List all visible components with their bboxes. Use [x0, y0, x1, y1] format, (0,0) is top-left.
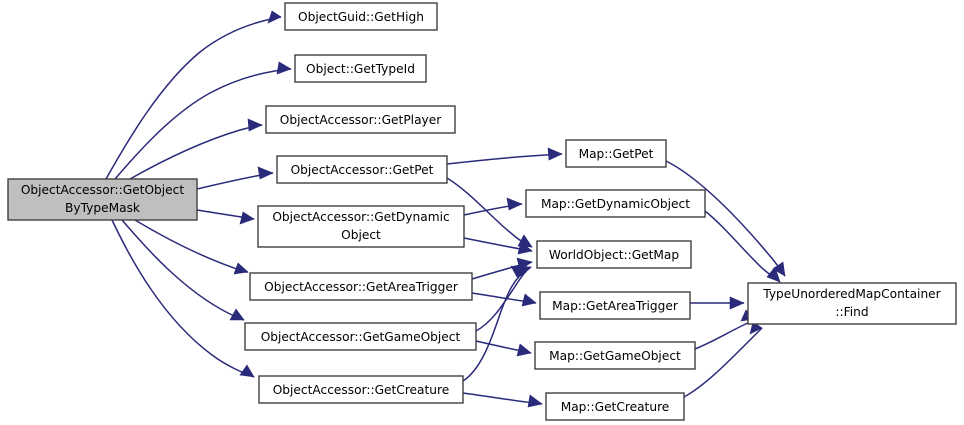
node-label-oa_getdynamicobject-line2: Object: [341, 228, 381, 242]
node-box-map_getdynamicobject[interactable]: [525, 189, 706, 218]
node-box-oa_getplayer[interactable]: [265, 105, 456, 134]
node-box-oa_getdynamicobject[interactable]: [257, 205, 465, 248]
node-label-map_getgameobject: Map::GetGameObject: [549, 349, 681, 363]
node-box-root[interactable]: [7, 178, 198, 221]
node-label-object_gettypeid: Object::GetTypeId: [306, 62, 415, 76]
arrowhead-oa_getcreature-worldobject_getmap: [510, 265, 529, 278]
edge-oa_getpet-map_getpet: [446, 153, 563, 165]
node-label-typeunorderedmapcontainer_find-line1: TypeUnorderedMapContainer: [762, 287, 941, 301]
node-map_getcreature[interactable]: Map::GetCreature: [545, 392, 685, 421]
node-label-root-line1: ObjectAccessor::GetObject: [21, 183, 185, 197]
arrowhead-oa_getareatrigger-map_getareatrigger: [521, 293, 537, 307]
arrowhead-oa_getpet-map_getpet: [547, 147, 563, 161]
node-label-oa_getplayer: ObjectAccessor::GetPlayer: [280, 113, 443, 127]
node-map_getpet[interactable]: Map::GetPet: [565, 139, 667, 168]
node-box-map_getareatrigger[interactable]: [539, 291, 691, 320]
edge-root-object_gettypeid: [114, 68, 292, 180]
node-typeunorderedmapcontainer_find[interactable]: TypeUnorderedMapContainer::Find: [747, 282, 957, 325]
node-box-object_gettypeid[interactable]: [294, 54, 427, 83]
arrowhead-root-oa_getcreature: [239, 364, 255, 378]
edge-oa_getcreature-worldobject_getmap: [462, 268, 529, 382]
edge-root-oa_getgameobject: [121, 219, 245, 321]
node-label-worldobject_getmap: WorldObject::GetMap: [549, 248, 680, 262]
node-label-oa_getcreature: ObjectAccessor::GetCreature: [273, 383, 450, 397]
arrowhead-oa_getcreature-map_getcreature: [527, 394, 543, 408]
node-box-objectguid_gethigh[interactable]: [284, 2, 438, 31]
nodes-layer: ObjectAccessor::GetObjectByTypeMaskObjec…: [7, 2, 957, 421]
node-oa_getgameobject[interactable]: ObjectAccessor::GetGameObject: [244, 322, 477, 351]
node-box-worldobject_getmap[interactable]: [536, 240, 692, 269]
node-box-typeunorderedmapcontainer_find[interactable]: [747, 282, 957, 325]
edge-root-oa_getplayer: [129, 124, 263, 180]
node-oa_getpet[interactable]: ObjectAccessor::GetPet: [276, 155, 448, 184]
node-box-oa_getcreature[interactable]: [258, 375, 464, 404]
node-objectguid_gethigh[interactable]: ObjectGuid::GetHigh: [284, 2, 438, 31]
arrowhead-root-objectguid_gethigh: [267, 10, 282, 24]
edge-root-oa_getareatrigger: [134, 219, 248, 273]
node-box-map_getpet[interactable]: [565, 139, 667, 168]
arrowhead-root-oa_getareatrigger: [233, 262, 249, 275]
node-label-map_getareatrigger: Map::GetAreaTrigger: [552, 299, 679, 313]
node-oa_getcreature[interactable]: ObjectAccessor::GetCreature: [258, 375, 464, 404]
edge-root-oa_getcreature: [111, 219, 255, 378]
arrowhead-root-object_gettypeid: [276, 61, 292, 75]
node-map_getgameobject[interactable]: Map::GetGameObject: [534, 341, 696, 370]
arrowhead-map_getcreature-find: [749, 321, 763, 335]
arrowhead-map_getareatrigger-find: [729, 296, 745, 310]
node-map_getdynamicobject[interactable]: Map::GetDynamicObject: [525, 189, 706, 218]
node-label-root-line2: ByTypeMask: [65, 201, 141, 215]
node-label-oa_getgameobject: ObjectAccessor::GetGameObject: [261, 330, 461, 344]
arrowhead-root-oa_getpet: [257, 166, 274, 180]
arrowhead-oa_getdynamicobject-map_getdynamicobject: [506, 197, 523, 211]
edge-root-objectguid_gethigh: [105, 16, 282, 180]
node-box-oa_getpet[interactable]: [276, 155, 448, 184]
edges-layer: [105, 10, 786, 408]
arrowhead-map_getpet-find: [772, 261, 786, 277]
arrowhead-root-oa_getgameobject: [229, 308, 245, 321]
arrowhead-oa_getdynamicobject-worldobject_getmap: [517, 241, 533, 255]
edge-map_getdynamicobject-find: [704, 210, 781, 283]
node-label-map_getdynamicobject: Map::GetDynamicObject: [541, 197, 690, 211]
arrowhead-oa_getgameobject-map_getgameobject: [516, 343, 532, 357]
arrowhead-map_getdynamicobject-find: [766, 266, 781, 283]
node-box-map_getcreature[interactable]: [545, 392, 685, 421]
node-label-typeunorderedmapcontainer_find-line2: ::Find: [835, 305, 868, 319]
node-worldobject_getmap[interactable]: WorldObject::GetMap: [536, 240, 692, 269]
edge-map_getcreature-find: [683, 327, 763, 398]
node-oa_getplayer[interactable]: ObjectAccessor::GetPlayer: [265, 105, 456, 134]
node-object_gettypeid[interactable]: Object::GetTypeId: [294, 54, 427, 83]
node-label-objectguid_gethigh: ObjectGuid::GetHigh: [298, 10, 424, 24]
node-box-map_getgameobject[interactable]: [534, 341, 696, 370]
node-label-map_getpet: Map::GetPet: [579, 147, 654, 161]
arrowhead-root-oa_getplayer: [247, 118, 263, 132]
node-oa_getareatrigger[interactable]: ObjectAccessor::GetAreaTrigger: [249, 272, 473, 301]
arrowhead-root-oa_getdynamicobject: [239, 211, 255, 225]
edge-oa_getgameobject-worldobject_getmap: [475, 266, 532, 332]
node-label-oa_getpet: ObjectAccessor::GetPet: [291, 163, 434, 177]
node-oa_getdynamicobject[interactable]: ObjectAccessor::GetDynamicObject: [257, 205, 465, 248]
node-box-oa_getareatrigger[interactable]: [249, 272, 473, 301]
node-label-map_getcreature: Map::GetCreature: [561, 400, 670, 414]
node-label-oa_getdynamicobject-line1: ObjectAccessor::GetDynamic: [272, 210, 449, 224]
node-box-oa_getgameobject[interactable]: [244, 322, 477, 351]
node-map_getareatrigger[interactable]: Map::GetAreaTrigger: [539, 291, 691, 320]
node-label-oa_getareatrigger: ObjectAccessor::GetAreaTrigger: [264, 280, 459, 294]
